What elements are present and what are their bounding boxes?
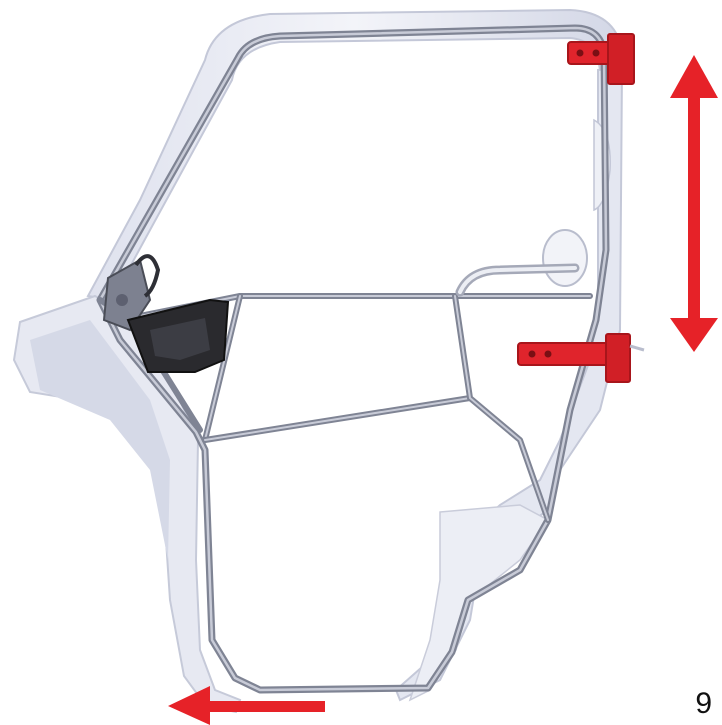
hinge-upper-barrel [607, 33, 635, 85]
hinge-lower-bolt-2 [544, 350, 552, 358]
roof-rail-panel [86, 8, 623, 302]
lower-rear-panel [408, 504, 550, 702]
hinge-upper-leaf [567, 41, 613, 65]
double-headed-arrow-icon [670, 55, 718, 352]
page-number: 9 [695, 687, 712, 720]
front-pillar-shade [30, 320, 170, 560]
latch-pivot [116, 294, 128, 306]
hinge-lower-pin [629, 344, 645, 352]
hinge-upper [567, 33, 635, 85]
latch-inner-detail [150, 318, 210, 360]
left-arrow-icon [168, 686, 325, 725]
hinge-upper-bolt-2 [592, 49, 600, 57]
rear-pillar-panel [394, 66, 624, 702]
inner-brace-right [452, 293, 551, 523]
latch-bracket [102, 258, 152, 332]
hinge-lower [517, 333, 645, 383]
latch-handle-cable [134, 254, 161, 298]
side-disk [542, 229, 588, 287]
hinge-upper-bolt-1 [576, 49, 584, 57]
hinge-lower-barrel [605, 333, 631, 383]
latch-assembly [102, 254, 230, 373]
hinge-lower-bolt-1 [528, 350, 536, 358]
